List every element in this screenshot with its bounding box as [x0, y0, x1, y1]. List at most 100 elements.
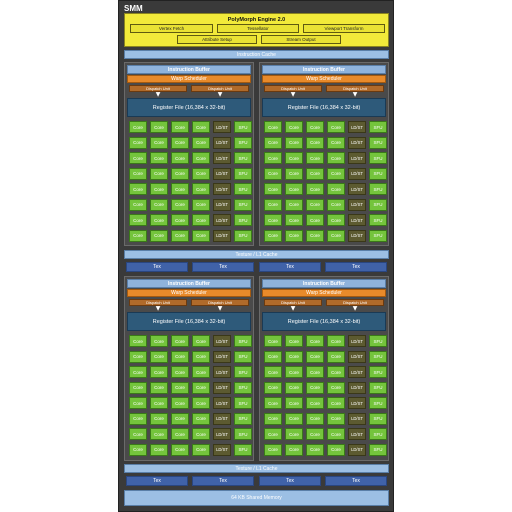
core: Core [192, 214, 210, 226]
tex-unit-6: Tex [192, 476, 254, 486]
register-file: Register File (16,384 x 32-bit) [127, 312, 251, 331]
core: Core [150, 381, 168, 394]
core: Core [264, 397, 282, 409]
core: Core [129, 428, 147, 440]
core: Core [129, 214, 147, 226]
sfu-unit: SFU [369, 381, 387, 394]
core: Core [285, 183, 303, 195]
core: Core [306, 412, 324, 425]
core: Core [171, 381, 189, 394]
core: Core [285, 136, 303, 149]
core: Core [306, 350, 324, 363]
sfu-unit: SFU [369, 397, 387, 409]
core: Core [129, 183, 147, 195]
ldst-unit: LD/ST [213, 412, 231, 425]
core: Core [327, 214, 345, 226]
sfu-unit: SFU [234, 198, 252, 211]
ldst-unit: LD/ST [213, 167, 231, 180]
core: Core [192, 428, 210, 440]
sfu-unit: SFU [234, 167, 252, 180]
down-arrow-icon: ▼ [352, 91, 358, 98]
tex-unit-1: Tex [126, 262, 188, 272]
sfu-unit: SFU [234, 350, 252, 363]
core: Core [306, 198, 324, 211]
core: Core [327, 335, 345, 347]
sfu-unit: SFU [234, 397, 252, 409]
core: Core [171, 198, 189, 211]
ldst-unit: LD/ST [348, 350, 366, 363]
sfu-unit: SFU [234, 381, 252, 394]
sfu-unit: SFU [234, 152, 252, 164]
core: Core [327, 121, 345, 133]
sfu-unit: SFU [369, 412, 387, 425]
core: Core [306, 136, 324, 149]
ldst-unit: LD/ST [213, 229, 231, 242]
core: Core [171, 350, 189, 363]
sfu-unit: SFU [234, 335, 252, 347]
down-arrow-icon: ▼ [290, 91, 296, 98]
core: Core [327, 183, 345, 195]
sfu-unit: SFU [234, 229, 252, 242]
tex-unit-3: Tex [259, 262, 321, 272]
sfu-unit: SFU [369, 121, 387, 133]
instruction-buffer: Instruction Buffer [127, 279, 251, 288]
core: Core [129, 198, 147, 211]
core: Core [150, 350, 168, 363]
core: Core [306, 443, 324, 456]
sfu-unit: SFU [369, 152, 387, 164]
core: Core [327, 229, 345, 242]
core: Core [171, 183, 189, 195]
core: Core [171, 335, 189, 347]
instruction-buffer: Instruction Buffer [262, 65, 386, 74]
sfu-unit: SFU [369, 136, 387, 149]
core: Core [306, 428, 324, 440]
register-file: Register File (16,384 x 32-bit) [127, 98, 251, 117]
core: Core [264, 214, 282, 226]
ldst-unit: LD/ST [213, 136, 231, 149]
tex-unit-7: Tex [259, 476, 321, 486]
sfu-unit: SFU [369, 428, 387, 440]
core: Core [285, 443, 303, 456]
instruction-buffer: Instruction Buffer [127, 65, 251, 74]
core: Core [285, 152, 303, 164]
core: Core [129, 366, 147, 378]
dispatch-unit-2: Dispatch Unit [191, 299, 249, 306]
core: Core [264, 152, 282, 164]
core: Core [192, 198, 210, 211]
sfu-unit: SFU [369, 443, 387, 456]
core: Core [150, 121, 168, 133]
sfu-unit: SFU [234, 121, 252, 133]
sfu-unit: SFU [234, 412, 252, 425]
ldst-unit: LD/ST [213, 366, 231, 378]
ldst-unit: LD/ST [348, 136, 366, 149]
core: Core [192, 167, 210, 180]
tex-unit-4: Tex [325, 262, 387, 272]
core: Core [264, 183, 282, 195]
dispatch-unit-2: Dispatch Unit [326, 299, 384, 306]
ldst-unit: LD/ST [348, 397, 366, 409]
core: Core [327, 136, 345, 149]
down-arrow-icon: ▼ [217, 305, 223, 312]
tex-unit-8: Tex [325, 476, 387, 486]
sfu-unit: SFU [234, 136, 252, 149]
core: Core [150, 443, 168, 456]
core: Core [285, 397, 303, 409]
ldst-unit: LD/ST [348, 214, 366, 226]
dispatch-unit-1: Dispatch Unit [129, 85, 187, 92]
core: Core [192, 350, 210, 363]
core: Core [285, 335, 303, 347]
sfu-unit: SFU [234, 443, 252, 456]
ldst-unit: LD/ST [348, 229, 366, 242]
ldst-unit: LD/ST [213, 335, 231, 347]
sfu-unit: SFU [234, 214, 252, 226]
dispatch-unit-2: Dispatch Unit [326, 85, 384, 92]
core: Core [264, 121, 282, 133]
ldst-unit: LD/ST [213, 381, 231, 394]
core: Core [171, 443, 189, 456]
core: Core [150, 335, 168, 347]
core: Core [306, 229, 324, 242]
stream-output: Stream Output [261, 35, 341, 44]
ldst-unit: LD/ST [348, 198, 366, 211]
